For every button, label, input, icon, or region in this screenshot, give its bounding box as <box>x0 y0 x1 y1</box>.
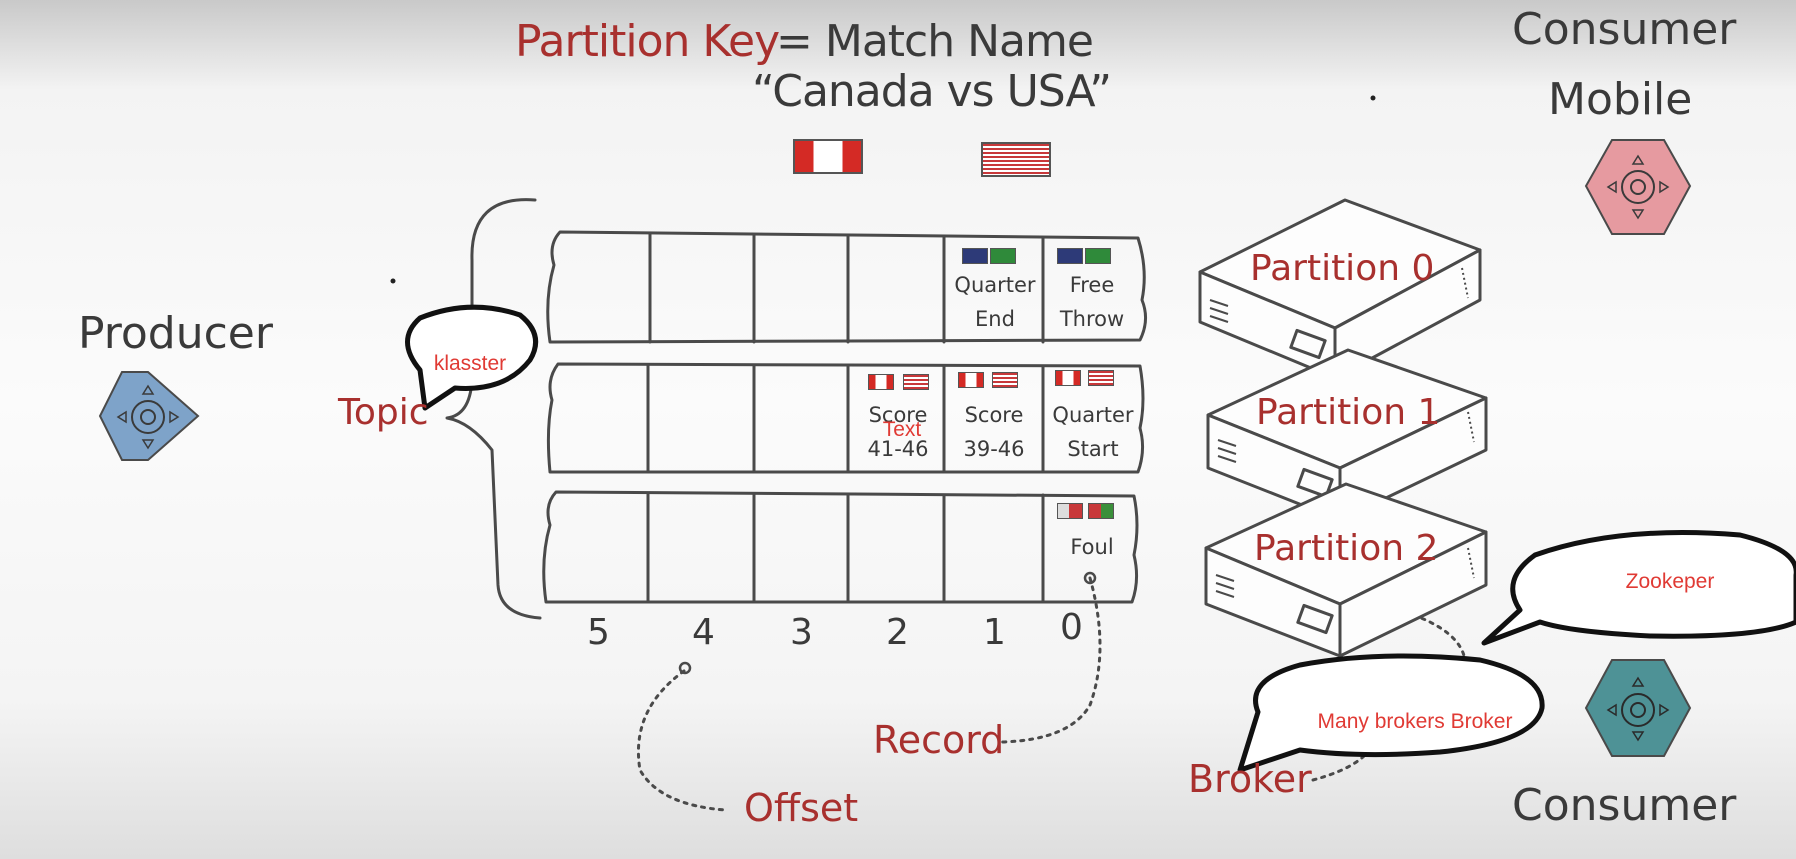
record-line: Score <box>964 403 1024 427</box>
canada-flag-icon <box>958 372 984 388</box>
record-line: Foul <box>1070 535 1114 559</box>
record-line: End <box>975 307 1015 331</box>
usa-flag-icon <box>981 142 1051 177</box>
record-cell: Score 41-46 <box>851 398 945 466</box>
flag-icon <box>1057 503 1083 519</box>
record-line: Quarter <box>954 273 1036 297</box>
record-line: Quarter <box>1052 403 1134 427</box>
broker-label-connector <box>1311 753 1367 782</box>
topic-brace <box>445 198 542 620</box>
record-cell: Score 39-46 <box>946 398 1042 466</box>
consumer-bottom-label: Consumer <box>1512 780 1737 831</box>
usa-flag-icon <box>1088 370 1114 386</box>
canada-flag-icon <box>793 139 863 174</box>
offset-number: 0 <box>1060 607 1083 648</box>
consumer-bottom-hex-icon <box>1584 659 1692 757</box>
zookeeper-bubble-shape <box>1481 530 1796 646</box>
partition-0-label: Partition 0 <box>1250 248 1435 289</box>
server-box-icon <box>1198 198 1488 658</box>
broker-label: Broker <box>1188 757 1312 801</box>
partition-2-label: Partition 2 <box>1254 528 1439 569</box>
partition-1-label: Partition 1 <box>1256 392 1441 433</box>
offset-number: 2 <box>886 612 909 653</box>
consumer-mobile-label-2: Mobile <box>1548 74 1693 125</box>
offset-number: 5 <box>587 612 610 653</box>
match-value: “Canada vs USA” <box>752 66 1112 117</box>
record-connector <box>1000 576 1102 744</box>
record-line: Free <box>1069 273 1115 297</box>
record-line: Score <box>868 403 928 427</box>
record-cell: Quarter End <box>948 268 1042 336</box>
cell-dividers <box>646 232 1045 604</box>
partition-row-2 <box>542 490 1139 604</box>
record-dot <box>1083 571 1097 585</box>
usa-flag-icon <box>903 374 929 390</box>
flag-icon <box>1088 503 1114 519</box>
record-label: Record <box>873 718 1005 762</box>
zookeeper-bubble-text: Zookeper <box>1625 570 1715 593</box>
record-line: 41-46 <box>867 437 929 461</box>
partition-key-label: Partition Key <box>515 16 780 67</box>
offset-label: Offset <box>744 786 859 830</box>
offset-number: 3 <box>790 612 813 653</box>
offset-dot <box>678 661 692 675</box>
canada-flag-icon <box>868 374 894 390</box>
record-cell: Free Throw <box>1045 268 1139 336</box>
producer-hex-icon <box>98 371 200 461</box>
partition-row-1 <box>546 362 1145 474</box>
usa-flag-icon <box>992 372 1018 388</box>
broker-bubble-shape <box>1237 653 1545 773</box>
record-line: 39-46 <box>963 437 1025 461</box>
producer-label: Producer <box>78 308 273 359</box>
record-cell: Foul <box>1045 530 1139 564</box>
offset-connector <box>636 669 727 812</box>
record-cell: Quarter Start <box>1045 398 1141 466</box>
broker-bubble-text: Many brokers Broker <box>1317 710 1513 733</box>
flag-icon <box>1057 248 1083 264</box>
cluster-bubble-shape <box>405 304 539 411</box>
record-line: Start <box>1067 437 1119 461</box>
match-name-label: = Match Name <box>776 16 1094 67</box>
partition-row-0 <box>546 230 1147 344</box>
record-line: Throw <box>1059 307 1125 331</box>
flag-icon <box>962 248 988 264</box>
consumer-mobile-label-1: Consumer <box>1512 4 1737 55</box>
offset-number: 1 <box>983 612 1006 653</box>
consumer-mobile-hex-icon <box>1584 139 1692 235</box>
overlay-text-annotation: Text <box>882 418 922 441</box>
offset-number: 4 <box>692 612 715 653</box>
flag-icon <box>990 248 1016 264</box>
flag-icon <box>1085 248 1111 264</box>
canada-flag-icon <box>1055 370 1081 386</box>
topic-label: Topic <box>338 392 429 433</box>
cluster-bubble-text: klasster <box>433 352 507 375</box>
